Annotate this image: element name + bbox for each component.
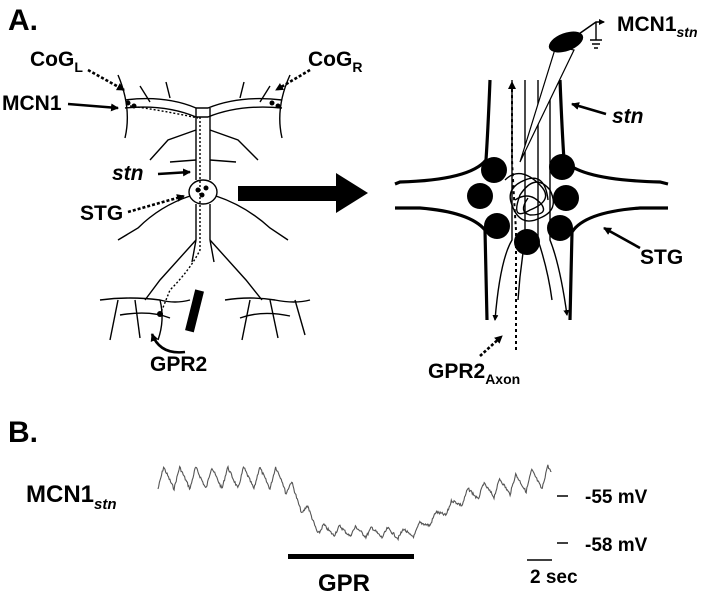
level-low-label: -58 mV [585,535,648,556]
stg-label-right: STG [640,246,683,269]
gpr2-label: GPR2 [150,353,207,376]
panel-b-letter: B. [8,416,38,449]
stn-label-left: stn [112,162,144,185]
stn-label-right: stn [612,105,644,128]
gpr-stim-label: GPR [318,570,370,597]
mcn1-stn-electrode-label: MCN1stn [617,13,698,40]
stimulation-bar [185,289,204,333]
right-label-arrows [479,102,641,357]
trace-label: MCN1stn [26,481,117,513]
gpr2-axon-dotted [508,81,517,350]
membrane-potential-trace [157,464,552,542]
cog-l-label: CoGL [30,48,83,75]
panel-a-letter: A. [8,4,38,37]
level-high-label: -55 mV [585,487,648,508]
cog-r-label: CoGR [308,48,362,75]
stns-schematic [99,74,311,341]
mcn1-label: MCN1 [2,92,62,115]
stg-label-left: STG [80,202,123,225]
stg-somata [467,154,579,255]
gpr-dotted-pathway [129,105,201,316]
zoom-arrow [238,173,368,213]
zoomed-axons [492,80,570,321]
gpr2-axon-label: GPR2Axon [428,360,520,387]
left-label-arrows [67,68,311,354]
cell-body-dots [125,100,281,317]
gpr-stim-bar [288,554,414,559]
time-scale-label: 2 sec [530,567,578,588]
recording-electrode [519,19,605,163]
